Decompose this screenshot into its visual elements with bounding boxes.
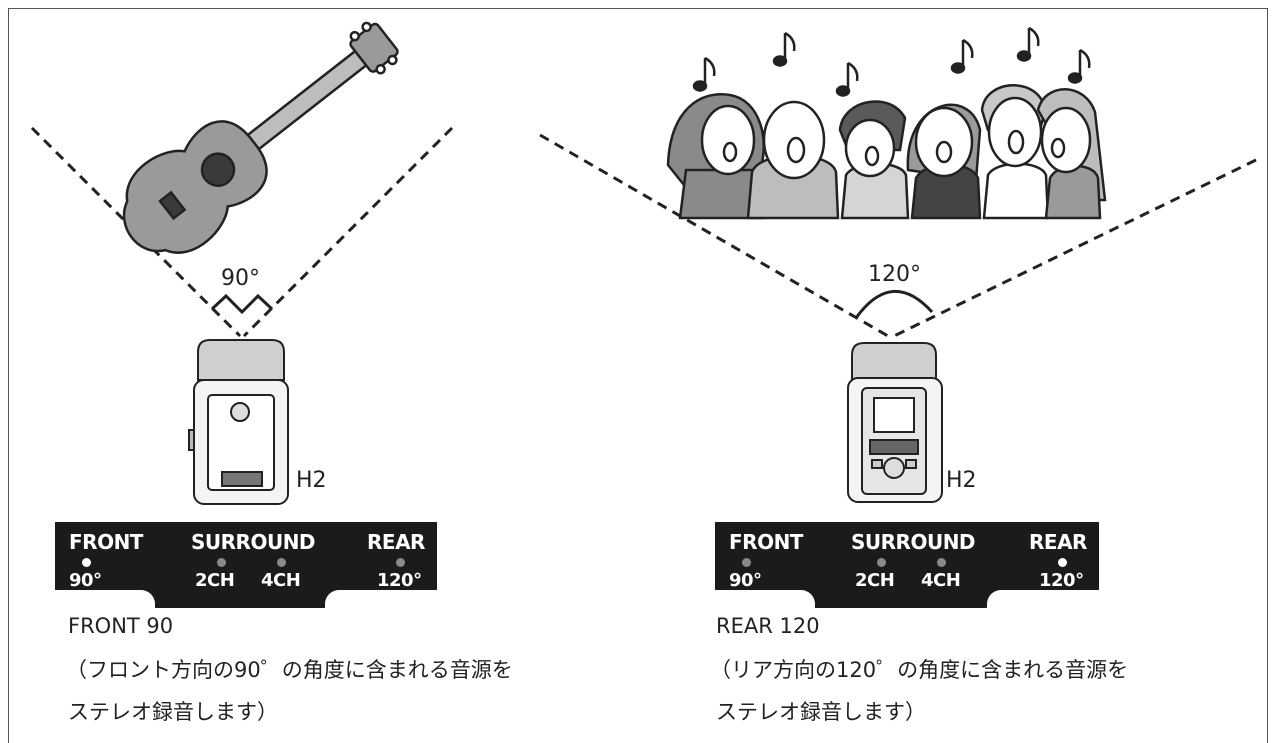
panel-notch — [715, 590, 815, 608]
guitar-icon — [122, 21, 399, 254]
choir-icon — [666, 84, 1107, 220]
singer — [838, 100, 910, 220]
right-angle-marker — [854, 289, 934, 319]
singer — [980, 84, 1050, 220]
2ch-led — [877, 558, 886, 567]
panel-rear-value: 120° — [377, 570, 422, 591]
panel-notch — [325, 590, 437, 608]
left-pickup-cone — [30, 126, 454, 338]
singer — [746, 100, 840, 220]
front-led — [742, 558, 751, 567]
panel-front-label: FRONT — [69, 530, 143, 554]
panel-rear-value: 120° — [1039, 570, 1084, 591]
recorder-icon — [188, 339, 289, 505]
left-angle-marker — [210, 293, 274, 315]
panel-2ch-label: 2CH — [195, 570, 235, 591]
left-mode-panel: FRONT SURROUND REAR 90° 2CH 4CH 120° — [55, 522, 437, 608]
panel-surround-label: SURROUND — [851, 530, 976, 554]
left-mode-title: FRONT 90 — [68, 614, 174, 638]
panel-surround-label: SURROUND — [191, 530, 316, 554]
right-mode-title: REAR 120 — [716, 614, 820, 638]
panel-4ch-label: 4CH — [921, 570, 961, 591]
left-description-line2: ステレオ録音します） — [68, 700, 278, 724]
left-description-line1: （フロント方向の90゜の角度に含まれる音源を — [66, 658, 513, 682]
recorder-icon — [847, 342, 943, 503]
rear-led — [1058, 558, 1067, 567]
panel-rear-label: REAR — [367, 530, 425, 554]
left-angle-label: 90° — [221, 266, 260, 291]
right-pickup-cone — [539, 133, 1257, 338]
diagram-frame — [8, 8, 1268, 743]
panel-rear-label: REAR — [1029, 530, 1087, 554]
panel-front-value: 90° — [729, 570, 762, 591]
right-description-line2: ステレオ録音します） — [716, 700, 926, 724]
panel-front-label: FRONT — [729, 530, 803, 554]
panel-2ch-label: 2CH — [855, 570, 895, 591]
4ch-led — [937, 558, 946, 567]
panel-notch — [987, 590, 1099, 608]
right-description-line1: （リア方向の120゜の角度に含まれる音源を — [710, 658, 1129, 682]
front-led — [82, 558, 91, 567]
panel-notch — [55, 590, 155, 608]
singer — [906, 103, 982, 220]
rear-led — [396, 558, 405, 567]
panel-front-value: 90° — [69, 570, 102, 591]
2ch-led — [217, 558, 226, 567]
right-angle-label: 120° — [868, 262, 921, 287]
left-device-label: H2 — [296, 468, 327, 493]
music-note-icon — [692, 26, 1091, 97]
right-device-label: H2 — [946, 468, 977, 493]
right-mode-panel: FRONT SURROUND REAR 90° 2CH 4CH 120° — [715, 522, 1099, 608]
panel-4ch-label: 4CH — [261, 570, 301, 591]
4ch-led — [277, 558, 286, 567]
singer — [1036, 88, 1107, 220]
